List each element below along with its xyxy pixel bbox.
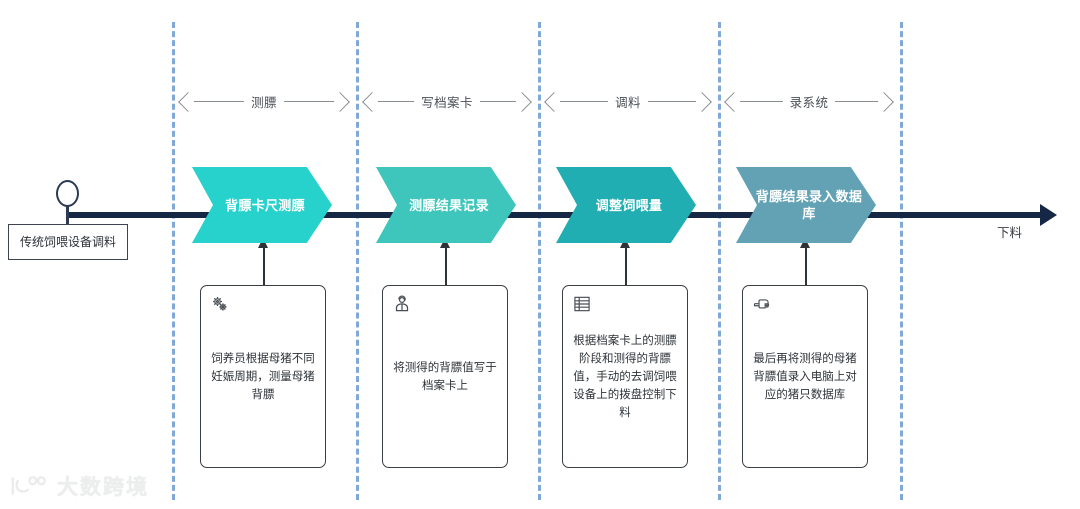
phase-measure-4: 录系统 [724, 88, 894, 114]
connector-arrow-4-icon [800, 238, 810, 248]
phase-label-2: 写档案卡 [414, 91, 480, 111]
connector-line-4 [805, 243, 807, 287]
start-label-box: 传统饲喂设备调料 [8, 224, 128, 260]
process-spine [66, 212, 1046, 218]
phase-measure-2: 写档案卡 [362, 88, 532, 114]
pointing-hand-icon [752, 294, 772, 314]
detail-card-2: 将测得的背膘值写于档案卡上 [382, 285, 508, 468]
arrow-left-icon [362, 91, 382, 112]
detail-text-1: 饲养员根据母猪不同妊娠周期，测量母猪背膘 [211, 352, 315, 401]
arrow-left-icon [544, 91, 564, 112]
detail-text-4: 最后再将测得的母猪背膘值录入电脑上对应的猪只数据库 [753, 352, 857, 401]
phase-label-3: 调料 [608, 91, 648, 111]
connector-arrow-1-icon [258, 238, 268, 248]
connector-arrow-2-icon [440, 238, 450, 248]
phase-label-4: 录系统 [782, 91, 836, 111]
detail-text-3: 根据档案卡上的测膘阶段和测得的背膘值，手动的去调饲喂设备上的拨盘控制下料 [573, 334, 677, 419]
lane-divider-2 [356, 22, 359, 500]
gears-icon [210, 294, 230, 314]
arrow-left-icon [724, 91, 744, 112]
step-chevron-2[interactable]: 测膘结果记录 [376, 167, 516, 243]
lane-divider-4 [718, 22, 721, 500]
brand-logo-icon [8, 472, 50, 500]
arrow-right-icon [330, 91, 350, 112]
connector-line-2 [445, 243, 447, 287]
watermark-text: 大数跨境 [57, 476, 149, 499]
phase-measure-1: 测膘 [178, 88, 350, 114]
lane-divider-1 [172, 22, 175, 500]
lane-divider-5 [900, 22, 903, 500]
step-label-2: 测膘结果记录 [409, 197, 489, 213]
step-chevron-4[interactable]: 背膘结果录入数据库 [736, 167, 876, 243]
detail-card-3: 根据档案卡上的测膘阶段和测得的背膘值，手动的去调饲喂设备上的拨盘控制下料 [562, 285, 688, 468]
start-stem [66, 205, 69, 225]
step-chevron-3[interactable]: 调整饲喂量 [556, 167, 696, 243]
end-label: 下料 [997, 226, 1023, 240]
phase-measure-3: 调料 [544, 88, 712, 114]
step-label-4: 背膘结果录入数据库 [755, 189, 863, 221]
detail-card-4: 最后再将测得的母猪背膘值录入电脑上对应的猪只数据库 [742, 285, 868, 468]
step-chevron-1[interactable]: 背膘卡尺测膘 [192, 167, 332, 243]
step-label-1: 背膘卡尺测膘 [225, 197, 305, 213]
arrow-right-icon [874, 91, 894, 112]
connector-arrow-3-icon [620, 238, 630, 248]
detail-card-1: 饲养员根据母猪不同妊娠周期，测量母猪背膘 [200, 285, 326, 468]
arrow-left-icon [178, 91, 198, 112]
spine-arrow-right-icon [1040, 204, 1057, 226]
list-table-icon [572, 294, 592, 314]
arrow-right-icon [512, 91, 532, 112]
connector-line-1 [263, 243, 265, 287]
step-label-3: 调整饲喂量 [595, 197, 663, 213]
watermark: 大数跨境 [8, 471, 149, 501]
arrow-right-icon [692, 91, 712, 112]
phase-label-1: 测膘 [244, 91, 284, 111]
connector-line-3 [625, 243, 627, 287]
lane-divider-3 [538, 22, 541, 500]
detail-text-2: 将测得的背膘值写于档案卡上 [393, 361, 497, 392]
worker-person-icon [392, 294, 412, 314]
start-circle-icon [56, 180, 79, 207]
